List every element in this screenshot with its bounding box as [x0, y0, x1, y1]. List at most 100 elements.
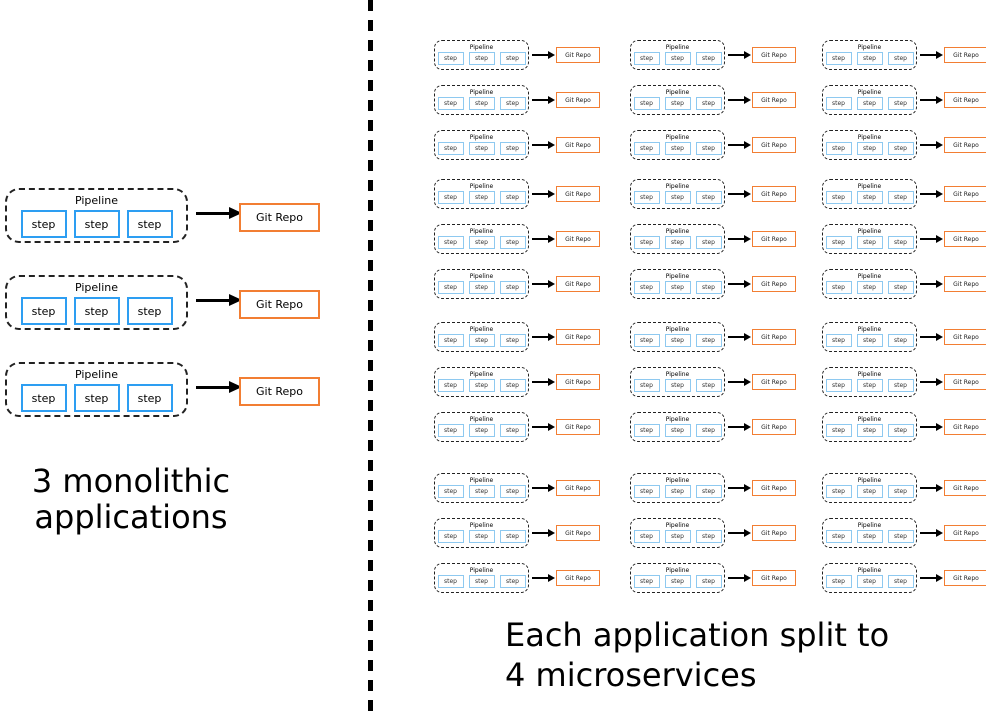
git-repo-label: Git Repo: [255, 211, 304, 224]
git-repo-box: Git Repo: [556, 570, 600, 586]
arrow-shaft: [920, 336, 936, 338]
pipeline-flow-row: Pipeline step step step Git Repo: [630, 85, 796, 115]
pipeline-flow-row: Pipeline step step step Git Repo: [434, 518, 600, 548]
git-repo-label: Git Repo: [761, 141, 787, 149]
pipeline-title: Pipeline: [469, 273, 494, 280]
monolith-caption: 3 monolithic applications: [0, 463, 262, 535]
microservices-caption-line1: Each application split to: [505, 616, 890, 654]
pipeline-title: Pipeline: [857, 371, 882, 378]
arrow-shaft: [532, 336, 548, 338]
git-repo-label: Git Repo: [565, 280, 591, 288]
pipeline-box: Pipeline step step step: [434, 518, 529, 548]
git-repo-label: Git Repo: [953, 423, 979, 431]
pipeline-flow-row: Pipeline step step step Git Repo: [822, 563, 986, 593]
pipeline-title: Pipeline: [665, 44, 690, 51]
step-box: step: [437, 575, 464, 588]
arrow-head: [548, 574, 555, 582]
pipeline-box: Pipeline step step step: [822, 322, 917, 352]
pipeline-title: Pipeline: [857, 228, 882, 235]
pipeline-flow-row: Pipeline step step step Git Repo: [434, 224, 600, 254]
arrow-shaft: [920, 577, 936, 579]
arrow-shaft: [532, 193, 548, 195]
pipeline-steps: step step step: [631, 142, 724, 155]
pipeline-flow-row: Pipeline step step step Git Repo: [630, 473, 796, 503]
pipeline-title: Pipeline: [857, 567, 882, 574]
step-box: step: [695, 191, 722, 204]
step-box: step: [825, 97, 852, 110]
step-box: step: [633, 379, 660, 392]
step-box: step: [887, 142, 914, 155]
arrow-head: [744, 190, 751, 198]
step-box: step: [887, 575, 914, 588]
step-box: step: [856, 97, 883, 110]
pipeline-box: Pipeline step step step: [434, 412, 529, 442]
step-box: step: [499, 575, 526, 588]
step-box: step: [468, 97, 495, 110]
step-box: step: [499, 281, 526, 294]
pipeline-flow-row: Pipeline step step step Git Repo: [434, 179, 600, 209]
arrow-shaft: [920, 193, 936, 195]
pipeline-steps: step step step: [823, 281, 916, 294]
git-repo-box: Git Repo: [239, 203, 320, 232]
arrow-shaft: [532, 54, 548, 56]
git-repo-label: Git Repo: [761, 574, 787, 582]
pipeline-box: Pipeline step step step: [822, 367, 917, 397]
pipeline-flow-row: Pipeline step step step Git Repo: [434, 367, 600, 397]
pipeline-steps: step step step: [823, 191, 916, 204]
git-repo-box: Git Repo: [944, 480, 986, 496]
pipeline-title: Pipeline: [665, 522, 690, 529]
pipeline-steps: step step step: [435, 575, 528, 588]
step-box: step: [856, 191, 883, 204]
pipeline-title: Pipeline: [74, 368, 119, 381]
step-box: step: [664, 236, 691, 249]
git-repo-box: Git Repo: [556, 480, 600, 496]
git-repo-box: Git Repo: [944, 276, 986, 292]
pipeline-box: Pipeline step step step: [822, 130, 917, 160]
git-repo-label: Git Repo: [761, 51, 787, 59]
pipeline-flow-row: Pipeline step step step Git Repo: [822, 130, 986, 160]
pipeline-flow-row: Pipeline step step step Git Repo: [822, 473, 986, 503]
step-box: step: [437, 191, 464, 204]
arrow-shaft: [728, 577, 744, 579]
git-repo-box: Git Repo: [944, 92, 986, 108]
arrow-shaft: [920, 54, 936, 56]
pipeline-title: Pipeline: [857, 273, 882, 280]
pipeline-box: Pipeline step step step: [822, 85, 917, 115]
arrow-shaft: [728, 283, 744, 285]
git-repo-box: Git Repo: [752, 419, 796, 435]
git-repo-box: Git Repo: [944, 47, 986, 63]
step-box: step: [695, 281, 722, 294]
arrow-head: [548, 280, 555, 288]
arrow-shaft: [532, 487, 548, 489]
git-repo-box: Git Repo: [944, 419, 986, 435]
step-box: step: [468, 191, 495, 204]
step-box: step: [633, 530, 660, 543]
pipeline-steps: step step step: [435, 379, 528, 392]
pipeline-steps: step step step: [435, 142, 528, 155]
pipeline-title: Pipeline: [469, 567, 494, 574]
arrow-head: [548, 484, 555, 492]
pipeline-title: Pipeline: [469, 326, 494, 333]
git-repo-label: Git Repo: [953, 574, 979, 582]
pipeline-steps: step step step: [631, 281, 724, 294]
git-repo-box: Git Repo: [556, 525, 600, 541]
git-repo-box: Git Repo: [752, 186, 796, 202]
pipeline-steps: step step step: [435, 334, 528, 347]
pipeline-flow-row: Pipeline step step step Git Repo: [630, 224, 796, 254]
step-box: step: [695, 236, 722, 249]
arrow-shaft: [920, 426, 936, 428]
step-box: step: [664, 424, 691, 437]
git-repo-box: Git Repo: [752, 480, 796, 496]
arrow-shaft: [920, 99, 936, 101]
step-box: step: [887, 52, 914, 65]
step-box: step: [633, 424, 660, 437]
pipeline-flow-row: Pipeline step step step Git Repo: [630, 412, 796, 442]
step-box: step: [856, 281, 883, 294]
step-box: step: [825, 334, 852, 347]
arrow-head: [744, 96, 751, 104]
arrow-shaft: [532, 238, 548, 240]
pipeline-title: Pipeline: [74, 281, 119, 294]
step-box: step: [633, 191, 660, 204]
pipeline-title: Pipeline: [665, 89, 690, 96]
step-box: step: [856, 142, 883, 155]
